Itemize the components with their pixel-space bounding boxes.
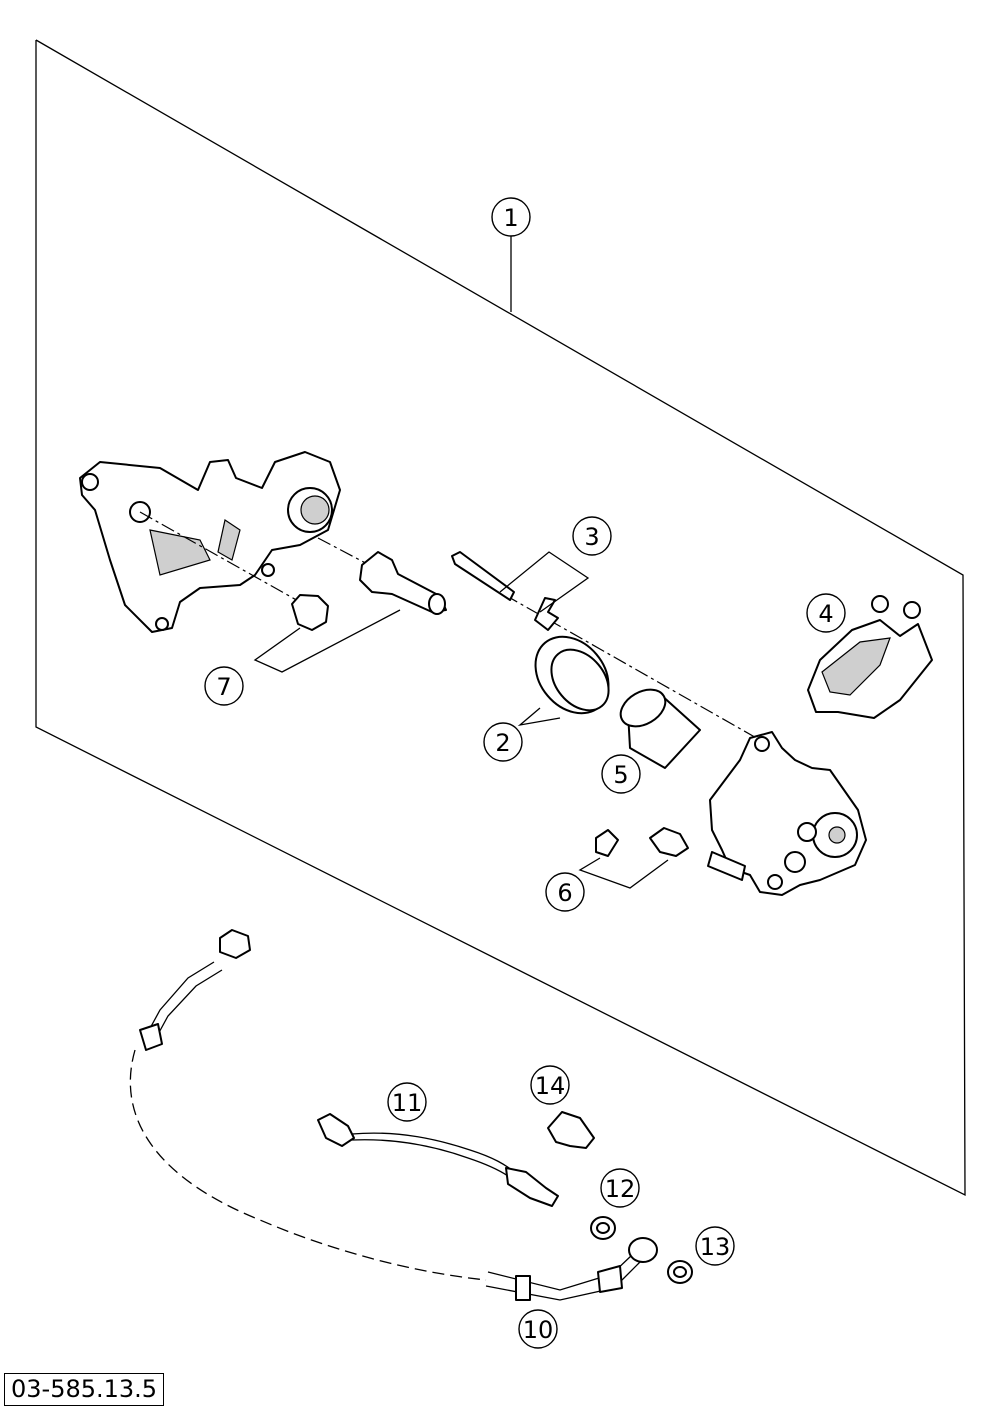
drawing-number: 03-585.13.5 [4,1373,165,1406]
pad-pin [451,551,515,601]
svg-text:14: 14 [535,1072,566,1100]
dust-boot [291,594,329,631]
brake-light-switch [317,1113,559,1207]
svg-text:6: 6 [557,879,572,907]
callout-5: 5 [601,754,641,794]
caliper-body [707,731,867,896]
callout-6: 6 [545,872,585,912]
svg-text:12: 12 [605,1175,636,1203]
assembly-frame [35,39,966,1197]
brake-pads [807,595,933,719]
axis-line-a [139,511,301,603]
svg-text:4: 4 [818,600,833,628]
svg-text:5: 5 [613,761,628,789]
piston-seal [534,635,610,715]
svg-text:3: 3 [584,523,599,551]
leader-7 [253,609,401,673]
callout-12: 12 [600,1168,640,1208]
callout-11: 11 [387,1082,427,1122]
axis-line-c [504,594,761,741]
svg-text:13: 13 [700,1233,731,1261]
bleeder-screws [595,827,689,857]
callout-2: 2 [483,722,523,762]
svg-text:11: 11 [392,1089,423,1117]
pad-spring-clip [534,597,559,631]
caliper-bracket [79,451,341,633]
leader-6 [578,857,669,889]
callout-1: 1 [491,197,531,237]
svg-text:10: 10 [523,1316,554,1344]
washers [590,1216,693,1284]
svg-text:7: 7 [216,673,231,701]
svg-text:1: 1 [503,204,518,232]
banjo-bolt [547,1111,595,1149]
brake-hose [129,929,658,1301]
callout-4: 4 [806,593,846,633]
callout-14: 14 [530,1065,570,1105]
svg-text:2: 2 [495,729,510,757]
callout-13: 13 [695,1226,735,1266]
slide-pin [359,551,447,615]
leader-3 [499,551,590,613]
callout-10: 10 [518,1309,558,1349]
callout-3: 3 [572,516,612,556]
leader-2 [517,707,561,727]
callout-7: 7 [204,666,244,706]
piston [619,688,701,769]
